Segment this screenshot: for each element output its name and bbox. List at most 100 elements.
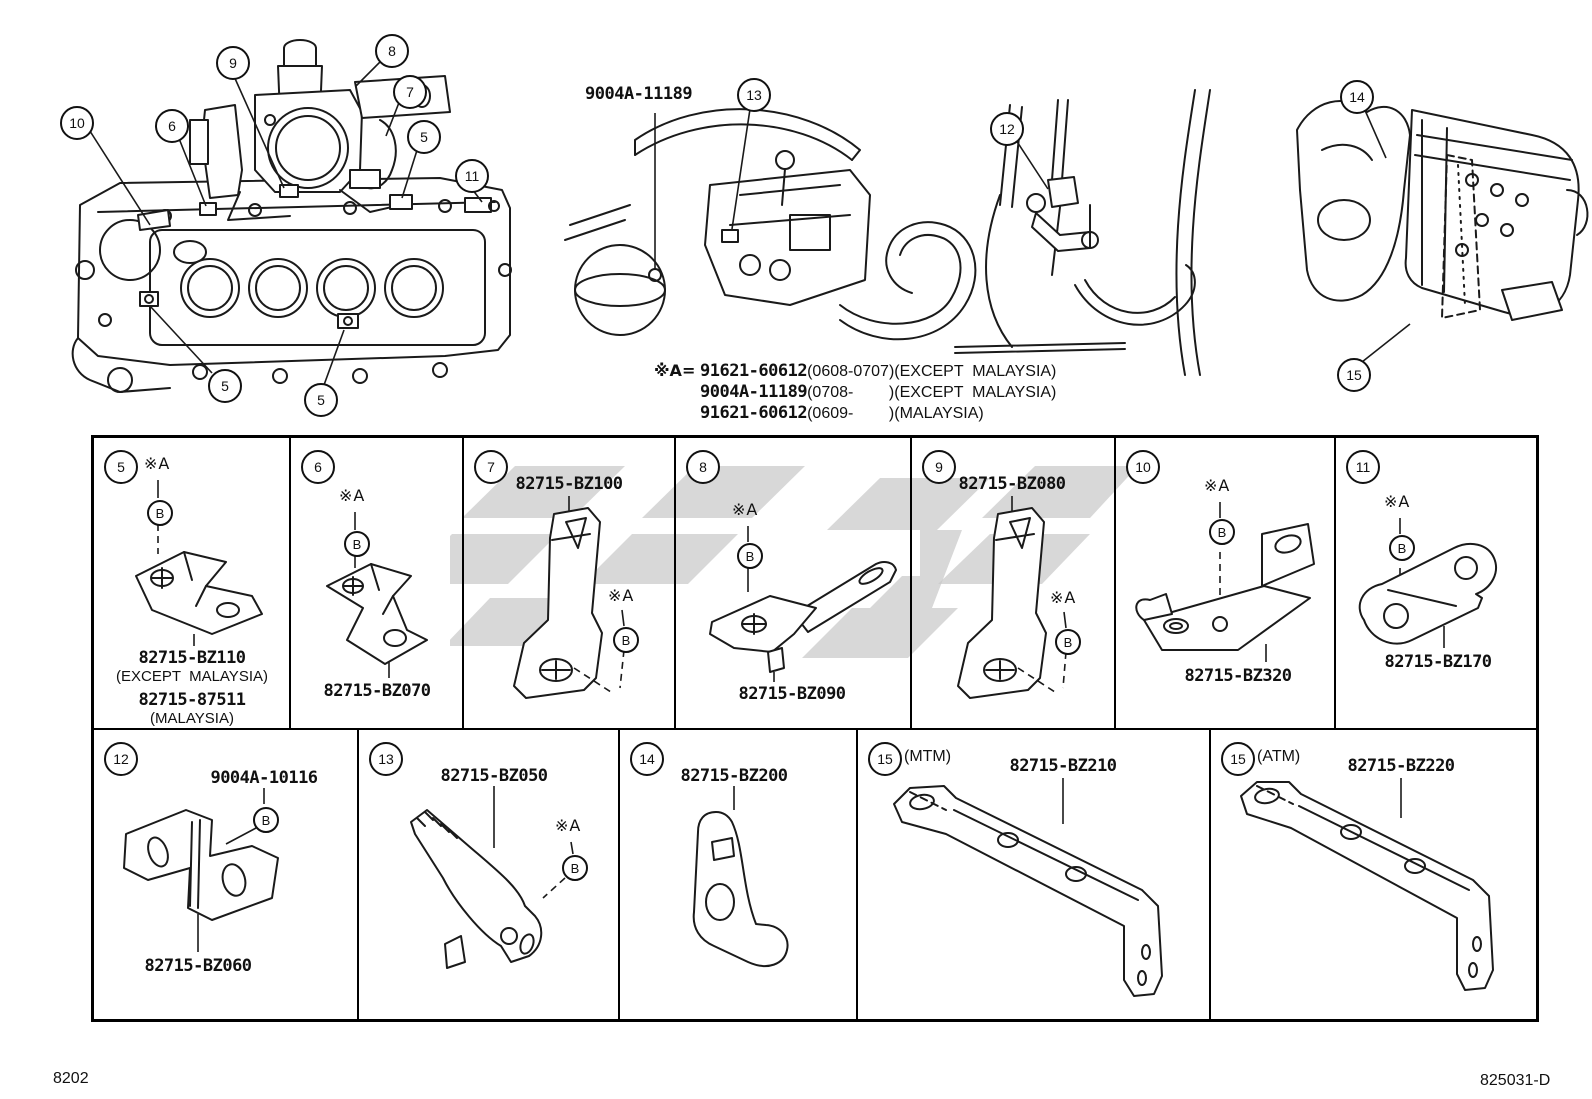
- cell-12-bolt-b: B: [253, 807, 279, 833]
- cell-10-number-text: 10: [1135, 459, 1151, 475]
- cell-5-note-1: (EXCEPT MALAYSIA): [116, 668, 268, 685]
- cell-5-number-text: 5: [117, 459, 125, 475]
- footnote-rest-1: (0608-0707)(EXCEPT MALAYSIA): [807, 363, 1057, 380]
- bracket-art-7: [513, 496, 625, 699]
- callout-10: 10: [60, 106, 94, 140]
- cell-12-number-text: 12: [113, 751, 129, 767]
- cell-5-bolt-b: B: [147, 500, 173, 526]
- valve-cover-illustration: [71, 39, 512, 393]
- engine-front-illustration: [564, 104, 1023, 341]
- callout-14-number: 14: [1349, 89, 1365, 105]
- parts-cell-15-mtm: 15 (MTM) 82715-BZ210: [858, 730, 1211, 1019]
- bracket-art-8: [709, 526, 897, 682]
- page-catalog-code: 8202: [53, 1070, 89, 1087]
- parts-cell-7: 7 82715-BZ100 ※A B: [464, 438, 676, 730]
- cell-10-bolt-b-text: B: [1217, 524, 1227, 540]
- cell-8-part-number: 82715-BZ090: [738, 684, 846, 704]
- cell-12-top-part-number: 9004A-10116: [210, 768, 318, 788]
- callout-11-number: 11: [464, 168, 480, 184]
- parts-cell-9: 9 82715-BZ080 ※A B: [912, 438, 1116, 730]
- parts-cell-10: 10 ※A B 82715-BZ320: [1116, 438, 1336, 730]
- bracket-art-10: [1135, 502, 1315, 662]
- bracket-art-15-mtm: [893, 778, 1163, 997]
- cell-11-part-number: 82715-BZ170: [1384, 652, 1492, 672]
- cell-12-part-number: 82715-BZ060: [144, 956, 252, 976]
- callout-15: 15: [1337, 358, 1371, 392]
- footnote-rest-3: (0609- )(MALAYSIA): [807, 405, 984, 422]
- callout-12: 12: [990, 112, 1024, 146]
- cell-6-ref-a: ※A: [339, 486, 366, 505]
- cell-13-number: 13: [369, 742, 403, 776]
- bracket-art-11: [1358, 518, 1497, 648]
- callout-10-number: 10: [69, 115, 85, 131]
- substitution-footnote: ※A= 91621-60612 (0608-0707)(EXCEPT MALAY…: [654, 361, 1056, 424]
- cell-8-bolt-b-text: B: [745, 548, 755, 564]
- callout-6: 6: [155, 109, 189, 143]
- cell-7-bolt-b-text: B: [621, 632, 631, 648]
- cell-7-number: 7: [474, 450, 508, 484]
- parts-table-row-1: 5 ※A B 82715-BZ110 (EXCEPT MALAYSIA) 827…: [94, 438, 1536, 730]
- callout-8-number: 8: [388, 43, 396, 59]
- cell-5-part-number-1: 82715-BZ110: [138, 648, 246, 668]
- cell-7-bolt-b: B: [613, 627, 639, 653]
- parts-cell-6: 6 ※A B 82715-BZ070: [291, 438, 464, 730]
- cell-11-number-text: 11: [1355, 459, 1371, 475]
- callout-5-top: 5: [407, 120, 441, 154]
- cell-15-atm-part-number: 82715-BZ220: [1347, 756, 1455, 776]
- cell-9-ref-a: ※A: [1050, 588, 1077, 607]
- callout-7-number: 7: [406, 84, 414, 100]
- cell-12-number: 12: [104, 742, 138, 776]
- parts-cell-13: 13 82715-BZ050 ※A B: [359, 730, 620, 1019]
- callout-5-bottom-left-number: 5: [221, 378, 229, 394]
- cell-5-note-2: (MALAYSIA): [150, 710, 234, 727]
- cell-15-atm-variant: (ATM): [1257, 748, 1301, 765]
- callout-9: 9: [216, 46, 250, 80]
- cell-11-bolt-b-text: B: [1397, 540, 1407, 556]
- cell-7-number-text: 7: [487, 459, 495, 475]
- cell-8-number-text: 8: [699, 459, 707, 475]
- cell-14-number-text: 14: [639, 751, 655, 767]
- cell-6-bolt-b: B: [344, 531, 370, 557]
- engine-side-illustration: [954, 89, 1211, 376]
- harness-part-label: 9004A-11189: [585, 84, 693, 104]
- cell-9-number-text: 9: [935, 459, 943, 475]
- cell-10-part-number: 82715-BZ320: [1184, 666, 1292, 686]
- cell-11-number: 11: [1346, 450, 1380, 484]
- cell-6-bolt-b-text: B: [352, 536, 362, 552]
- callout-5-bottom-mid: 5: [304, 383, 338, 417]
- footnote-part-2: 9004A-11189: [700, 382, 808, 402]
- footnote-part-3: 91621-60612: [700, 403, 808, 423]
- callout-5-top-number: 5: [420, 129, 428, 145]
- cell-6-number-text: 6: [314, 459, 322, 475]
- cell-13-bolt-b-text: B: [570, 860, 580, 876]
- cell-11-ref-a: ※A: [1384, 492, 1411, 511]
- callout-9-number: 9: [229, 55, 237, 71]
- cell-5-ref-a: ※A: [144, 454, 171, 473]
- cell-15-mtm-part-number: 82715-BZ210: [1009, 756, 1117, 776]
- callout-5-bottom-left: 5: [208, 369, 242, 403]
- parts-cell-12: 12 9004A-10116 B 82715-BZ060: [94, 730, 359, 1019]
- cell-13-part-number: 82715-BZ050: [440, 766, 548, 786]
- parts-table-row-2: 12 9004A-10116 B 82715-BZ060 13: [94, 730, 1536, 1019]
- cell-5-part-number-2: 82715-87511: [138, 690, 246, 710]
- callout-6-number: 6: [168, 118, 176, 134]
- parts-cell-15-atm: 15 (ATM) 82715-BZ220: [1211, 730, 1536, 1019]
- parts-cell-5: 5 ※A B 82715-BZ110 (EXCEPT MALAYSIA) 827…: [94, 438, 291, 730]
- footnote-rest-2: (0708- )(EXCEPT MALAYSIA): [807, 384, 1057, 401]
- cell-9-number: 9: [922, 450, 956, 484]
- cell-6-part-number: 82715-BZ070: [323, 681, 431, 701]
- parts-cell-11: 11 ※A B 82715-BZ170: [1336, 438, 1536, 730]
- parts-table: 5 ※A B 82715-BZ110 (EXCEPT MALAYSIA) 827…: [91, 435, 1539, 1022]
- bracket-art-9: [957, 496, 1067, 699]
- cell-13-ref-a: ※A: [555, 816, 582, 835]
- cell-15-mtm-number-text: 15: [877, 751, 893, 767]
- cell-10-ref-a: ※A: [1204, 476, 1231, 495]
- bracket-art-15-atm: [1240, 778, 1494, 991]
- callout-13: 13: [737, 78, 771, 112]
- callout-8: 8: [375, 34, 409, 68]
- callout-11: 11: [455, 159, 489, 193]
- cell-9-part-number: 82715-BZ080: [958, 474, 1066, 494]
- cell-9-bolt-b: B: [1055, 629, 1081, 655]
- cell-10-number: 10: [1126, 450, 1160, 484]
